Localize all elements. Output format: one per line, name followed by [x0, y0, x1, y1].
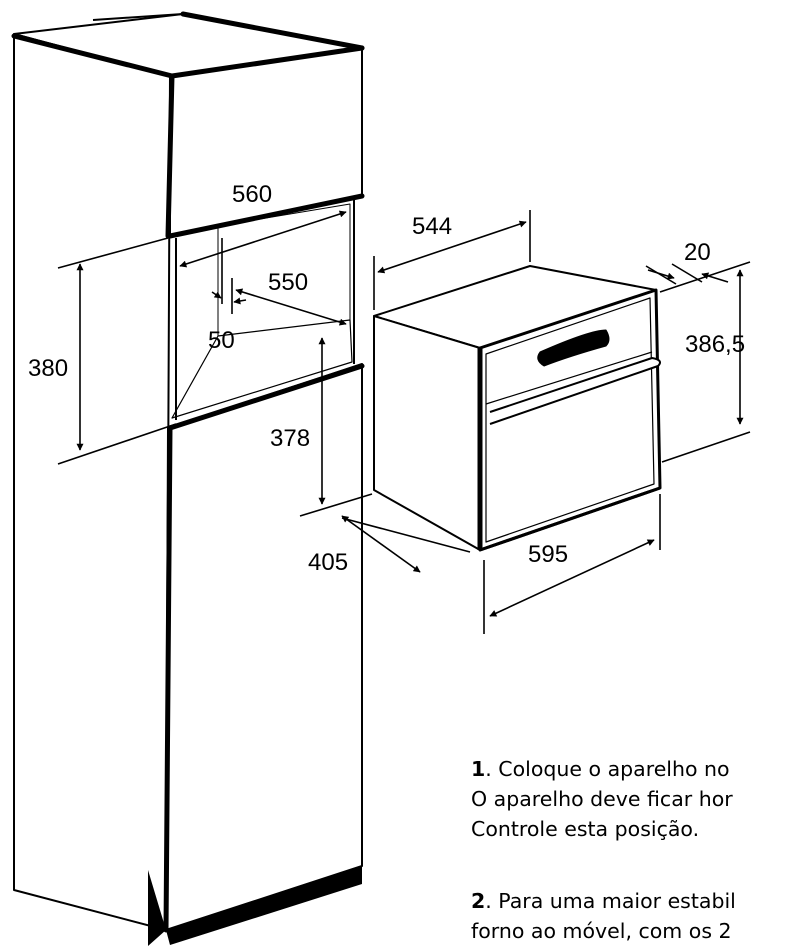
label-oven-height: 386,5: [685, 331, 745, 358]
shelf-front-thick: [167, 363, 365, 431]
tall-cabinet: [13, 13, 363, 931]
label-front-thickness: 20: [684, 239, 711, 266]
cabinet-thick-edges: [11, 11, 365, 933]
arrow-20-left: [647, 269, 675, 280]
ext-386-top: [659, 261, 751, 293]
ext-386-bottom: [661, 431, 751, 463]
top-right-thick: [169, 45, 365, 79]
ext-380-top: [57, 237, 169, 269]
dimension-lines: [57, 210, 751, 634]
cabinet-base-shadow: [166, 866, 362, 945]
oven-handle: [489, 357, 661, 425]
arrow-595: [489, 539, 655, 617]
oven-door-split: [485, 351, 653, 405]
top-back-thick: [180, 11, 365, 51]
label-niche-height: 380: [28, 355, 68, 382]
label-cabinet-height: 378: [270, 425, 310, 452]
arrow-50-left: [211, 291, 222, 299]
instruction-step-1: 1. Coloque o aparelho no O aparelho deve…: [471, 754, 790, 844]
arrow-560: [179, 210, 347, 268]
ext-20-a: [645, 265, 677, 285]
arrow-50-right: [233, 297, 247, 305]
label-niche-depth: 550: [268, 269, 308, 296]
instruction-2-text-1: . Para uma maior estabil: [485, 889, 736, 913]
instruction-1-line-3: Controle esta posição.: [471, 817, 700, 841]
label-niche-width: 560: [232, 181, 272, 208]
top-edge-thick: [11, 33, 175, 79]
label-gap: 50: [208, 327, 235, 354]
instruction-1-line-1: 1. Coloque o aparelho no: [471, 754, 790, 784]
cabinet-base-plinth: [148, 870, 166, 946]
oven: [373, 265, 662, 552]
front-lower-post-thick: [163, 425, 173, 933]
label-cabinet-depth: 405: [308, 549, 348, 576]
instruction-2-number: 2: [471, 889, 486, 913]
arrow-405: [341, 515, 421, 573]
cabinet-lower-front: [165, 363, 363, 931]
oven-display-window: [537, 329, 610, 367]
label-oven-depth: 544: [412, 213, 452, 240]
arrow-550: [235, 288, 347, 326]
oven-front-inner-frame: [485, 297, 655, 543]
instruction-1-line-2: O aparelho deve ficar hor: [471, 787, 733, 811]
front-post-thick: [165, 73, 175, 239]
ext-378-bottom: [299, 493, 373, 517]
instruction-1-number: 1: [471, 757, 486, 781]
niche-floor: [171, 319, 353, 419]
label-oven-width: 595: [528, 541, 568, 568]
cabinet-side-panel: [13, 33, 171, 931]
ext-380-bottom: [57, 423, 177, 465]
instruction-1-text-1: . Coloque o aparelho no: [485, 757, 730, 781]
arrow-20-right: [701, 272, 729, 283]
oven-side: [373, 315, 481, 551]
instruction-2-line-2: forno ao móvel, com os 2: [471, 919, 732, 943]
arrow-544: [377, 220, 527, 274]
instruction-step-2: 2. Para uma maior estabil forno ao móvel…: [471, 886, 790, 946]
instruction-2-line-1: 2. Para uma maior estabil: [471, 886, 790, 916]
cabinet-back-edge: [92, 13, 184, 21]
